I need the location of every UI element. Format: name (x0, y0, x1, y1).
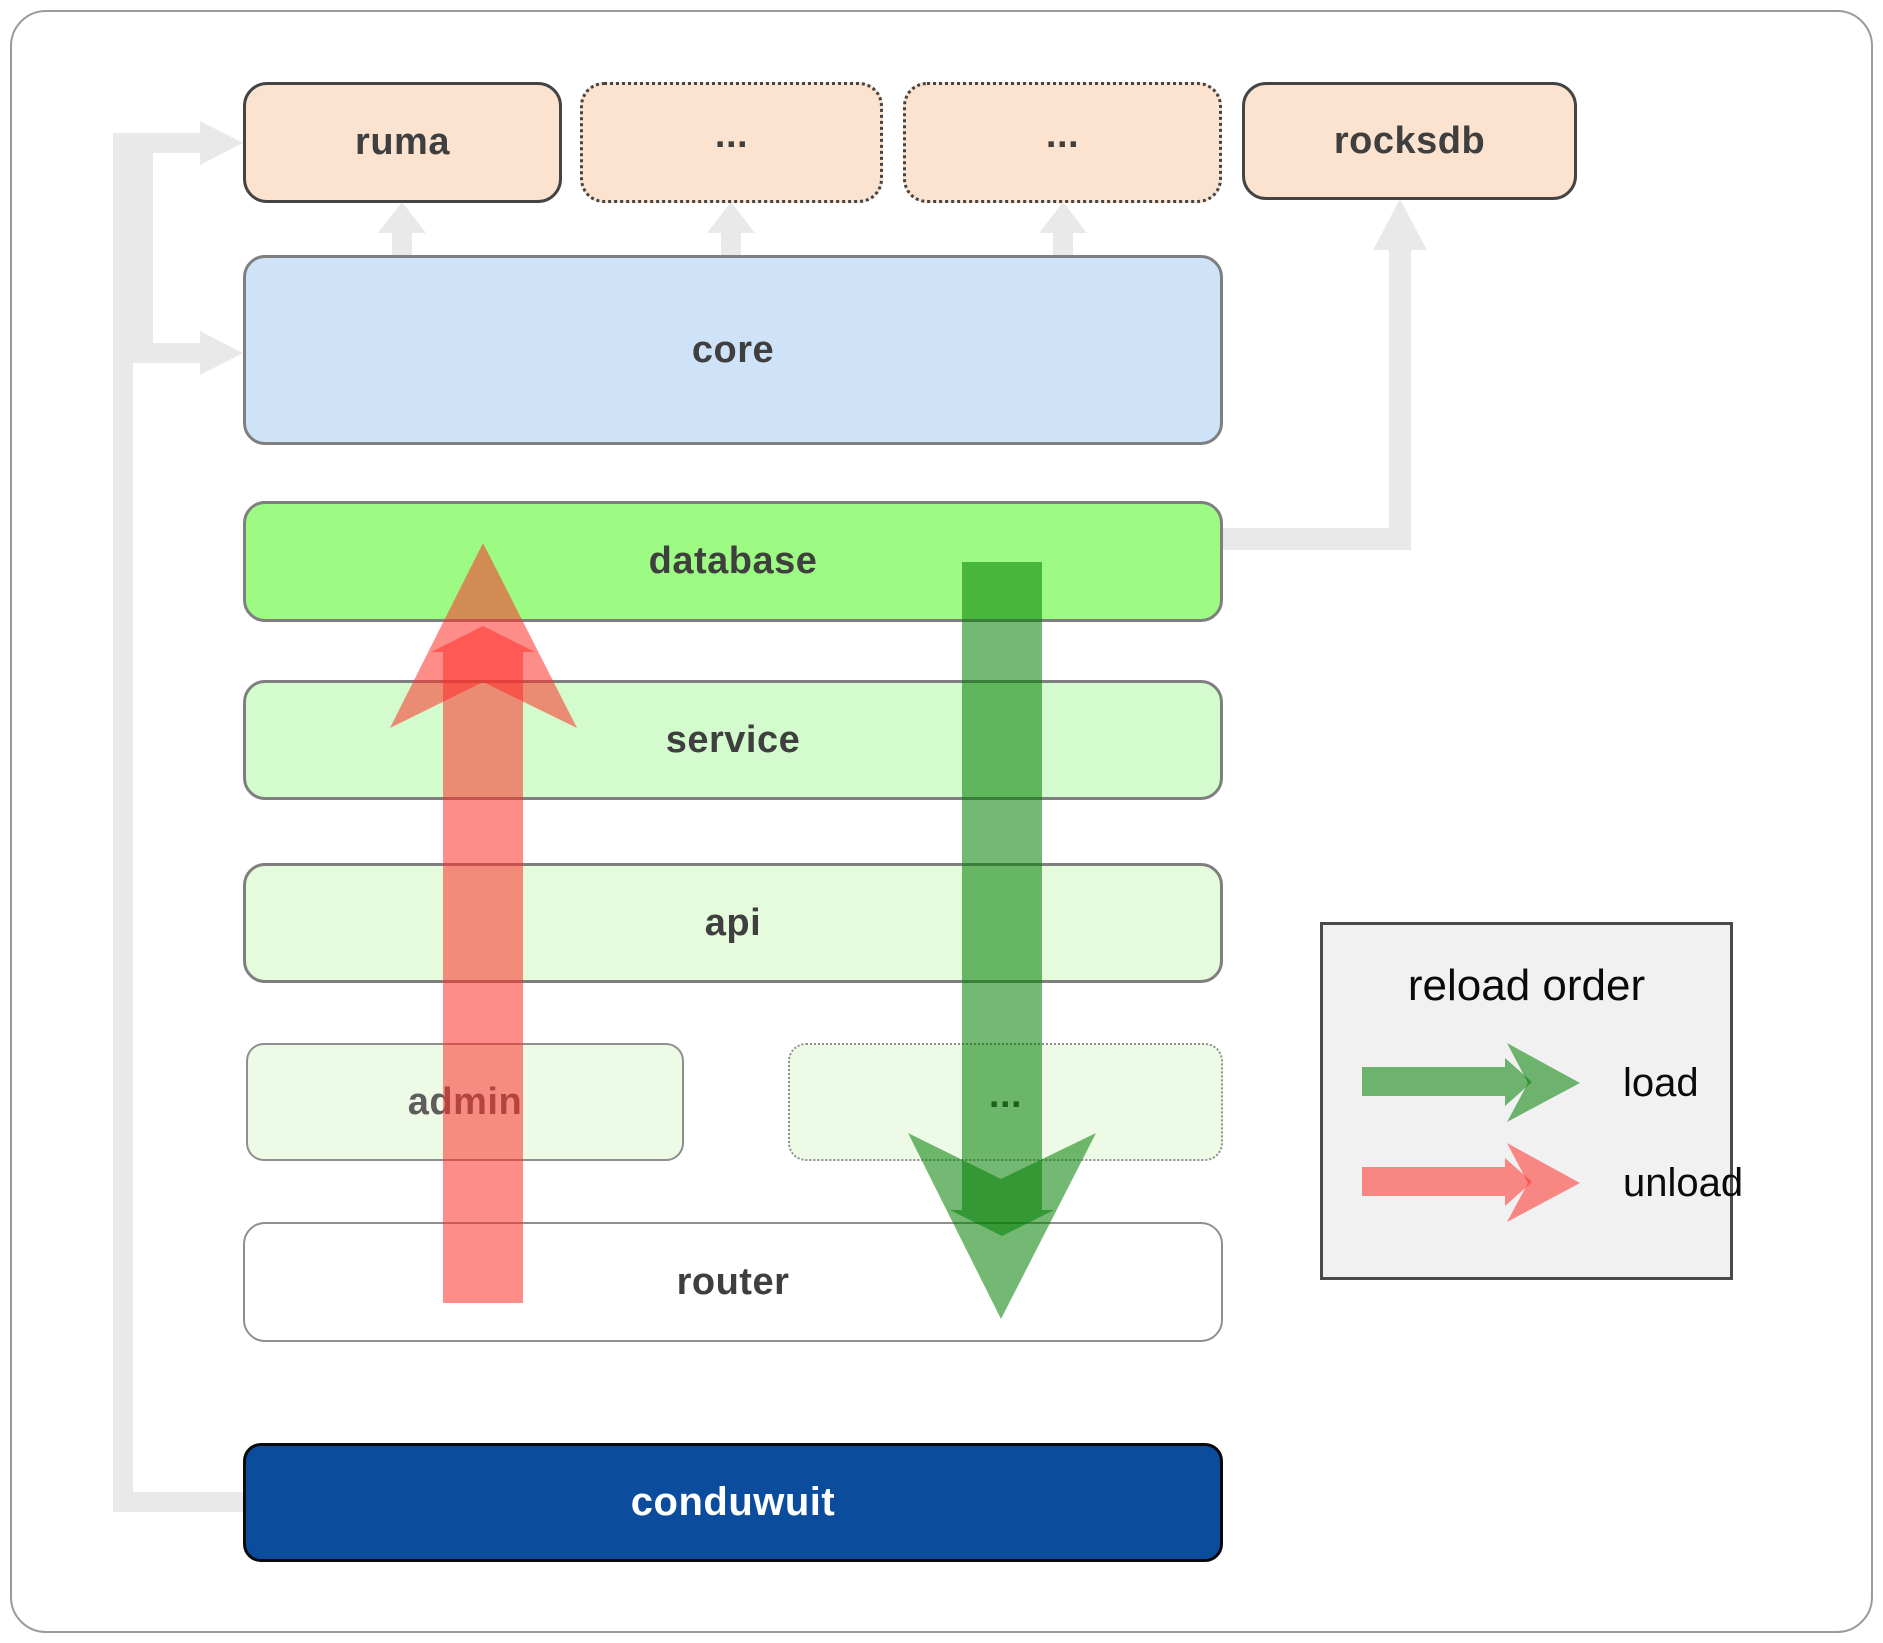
box-ellipsis-3-label: ... (988, 1073, 1023, 1116)
legend-title: reload order (1407, 961, 1646, 1010)
box-admin: admin (246, 1043, 684, 1161)
layer-router-label: router (676, 1260, 790, 1303)
layer-api-label: api (704, 901, 762, 944)
layer-router: router (243, 1222, 1223, 1342)
box-conduwuit: conduwuit (243, 1443, 1223, 1562)
box-ruma-label: ruma (355, 121, 450, 163)
layer-service-label: service (665, 718, 801, 761)
layer-service: service (243, 680, 1223, 800)
box-admin-label: admin (407, 1080, 523, 1123)
diagram-frame (10, 10, 1873, 1633)
box-ellipsis-2: ... (903, 82, 1222, 203)
legend-label-load: load (1623, 1061, 1699, 1105)
layer-database-label: database (648, 540, 818, 582)
legend-label-unload: unload (1623, 1161, 1744, 1205)
box-ellipsis-3: ... (788, 1043, 1223, 1161)
legend: reload order load unload (1320, 922, 1743, 1280)
box-conduwuit-label: conduwuit (630, 1480, 836, 1524)
box-rocksdb: rocksdb (1242, 82, 1577, 200)
layer-database: database (243, 501, 1223, 622)
box-ruma: ruma (243, 82, 562, 203)
layer-core-label: core (691, 328, 775, 371)
layer-core: core (243, 255, 1223, 445)
box-ellipsis-2-label: ... (1045, 114, 1080, 156)
box-rocksdb-label: rocksdb (1333, 119, 1486, 162)
box-ellipsis-1: ... (580, 82, 883, 203)
box-ellipsis-1-label: ... (714, 114, 749, 156)
layer-api: api (243, 863, 1223, 983)
